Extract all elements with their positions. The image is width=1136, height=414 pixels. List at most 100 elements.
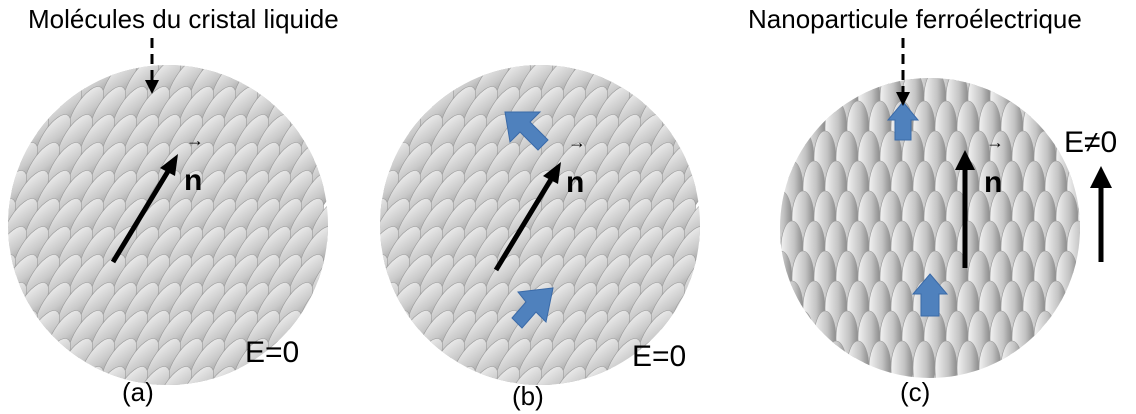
lc-molecule bbox=[440, 65, 476, 80]
lc-molecule bbox=[1055, 310, 1079, 366]
lc-molecule bbox=[35, 338, 71, 385]
lc-molecule bbox=[380, 65, 399, 108]
lc-molecule bbox=[380, 310, 410, 360]
pointer-arrow-c-head bbox=[896, 92, 910, 106]
lc-molecule bbox=[24, 65, 60, 80]
lc-molecule bbox=[1033, 78, 1057, 126]
lc-molecule bbox=[1077, 78, 1080, 126]
lc-molecule bbox=[780, 340, 804, 378]
lc-molecule bbox=[266, 65, 302, 80]
lc-molecule bbox=[8, 310, 16, 360]
lc-molecule bbox=[13, 65, 49, 108]
lc-molecule bbox=[1066, 340, 1080, 378]
director-arrow-b-head bbox=[543, 162, 561, 184]
lc-molecule bbox=[846, 340, 870, 378]
lc-molecule bbox=[780, 130, 793, 186]
lc-molecule bbox=[1044, 340, 1068, 378]
lc-molecule bbox=[1066, 280, 1080, 336]
lc-molecule bbox=[310, 310, 328, 360]
lc-molecule bbox=[380, 65, 388, 80]
director-arrow-c-head bbox=[955, 150, 975, 170]
lc-molecule bbox=[13, 338, 49, 385]
director-label-b: n bbox=[566, 166, 584, 199]
caption-a: (a) bbox=[122, 377, 154, 407]
lc-molecule bbox=[868, 340, 892, 378]
lc-molecule bbox=[978, 78, 1002, 96]
lc-molecule bbox=[1022, 78, 1046, 96]
field-label-c: E≠0 bbox=[1064, 126, 1117, 159]
lc-molecule bbox=[934, 340, 958, 378]
lc-molecule bbox=[8, 65, 38, 80]
lc-molecule bbox=[1077, 310, 1080, 366]
title-ferroelectric-nanoparticle: Nanoparticule ferroélectrique bbox=[748, 4, 1082, 34]
director-arrow-a bbox=[110, 166, 173, 264]
lc-molecule bbox=[380, 282, 399, 332]
lc-molecule bbox=[1077, 250, 1080, 306]
lc-molecule bbox=[1022, 340, 1046, 378]
lc-molecule bbox=[802, 78, 826, 96]
lc-molecule bbox=[380, 86, 388, 136]
lc-molecule bbox=[813, 310, 837, 366]
director-vector-mark-a: → bbox=[186, 130, 204, 150]
lc-molecule bbox=[244, 65, 280, 80]
polarization-arrow-b-bottom bbox=[511, 287, 554, 329]
lc-molecule bbox=[528, 366, 564, 385]
lc-molecule bbox=[1044, 78, 1068, 96]
lc-molecule bbox=[418, 366, 454, 385]
lc-molecule bbox=[1077, 190, 1080, 246]
lc-molecule bbox=[396, 366, 432, 385]
title-liquid-crystal-molecules: Molécules du cristal liquide bbox=[28, 4, 339, 34]
molecules-c bbox=[780, 78, 1080, 378]
lc-molecule bbox=[638, 65, 674, 80]
lc-molecule bbox=[1011, 310, 1035, 366]
lc-molecule bbox=[660, 65, 696, 80]
lc-molecule bbox=[46, 65, 82, 80]
lc-molecule bbox=[671, 65, 700, 108]
field-label-a: E=0 bbox=[245, 336, 299, 369]
lc-molecule bbox=[380, 198, 388, 248]
lc-molecule bbox=[396, 65, 432, 80]
lc-molecule bbox=[46, 366, 82, 385]
lc-molecule bbox=[178, 366, 214, 385]
lc-molecule bbox=[299, 65, 328, 108]
lc-molecule bbox=[506, 366, 542, 385]
caption-b: (b) bbox=[512, 381, 544, 411]
lc-molecule bbox=[244, 366, 280, 385]
lc-molecule bbox=[112, 366, 148, 385]
lc-molecule bbox=[846, 78, 870, 96]
lc-molecule bbox=[780, 280, 804, 336]
lc-molecule bbox=[310, 86, 328, 136]
lc-molecule bbox=[1000, 78, 1024, 96]
lc-molecule bbox=[8, 198, 16, 248]
lc-molecule bbox=[791, 78, 815, 126]
lc-molecule bbox=[780, 100, 804, 156]
lc-molecule bbox=[649, 65, 685, 108]
lc-molecule bbox=[8, 65, 27, 108]
lc-molecule bbox=[780, 160, 782, 216]
lc-molecule bbox=[1033, 310, 1057, 366]
lc-molecule bbox=[780, 78, 793, 126]
director-vector-mark-b: → bbox=[568, 132, 586, 152]
lc-molecule bbox=[380, 310, 388, 360]
director-label-c: n bbox=[984, 166, 1002, 199]
lc-molecule bbox=[1055, 78, 1079, 126]
lc-molecule bbox=[8, 86, 16, 136]
panel-c: n → E≠0 (c) bbox=[780, 38, 1117, 407]
lc-molecule bbox=[8, 366, 38, 385]
director-arrow-a-head bbox=[160, 154, 178, 176]
lc-molecule bbox=[299, 338, 328, 385]
lc-molecule bbox=[780, 78, 782, 96]
polarization-arrow-c-top bbox=[886, 101, 920, 141]
lc-molecule bbox=[1044, 280, 1068, 336]
lc-molecule bbox=[8, 65, 16, 80]
lc-molecule bbox=[1066, 78, 1080, 96]
lc-molecule bbox=[8, 86, 38, 136]
lc-molecule bbox=[978, 340, 1002, 378]
lc-molecule bbox=[824, 78, 848, 96]
field-arrow-head bbox=[1090, 166, 1112, 188]
lc-molecule bbox=[68, 366, 104, 385]
molecules-a bbox=[8, 65, 328, 385]
lc-molecule bbox=[682, 86, 700, 136]
lc-molecule bbox=[791, 310, 815, 366]
